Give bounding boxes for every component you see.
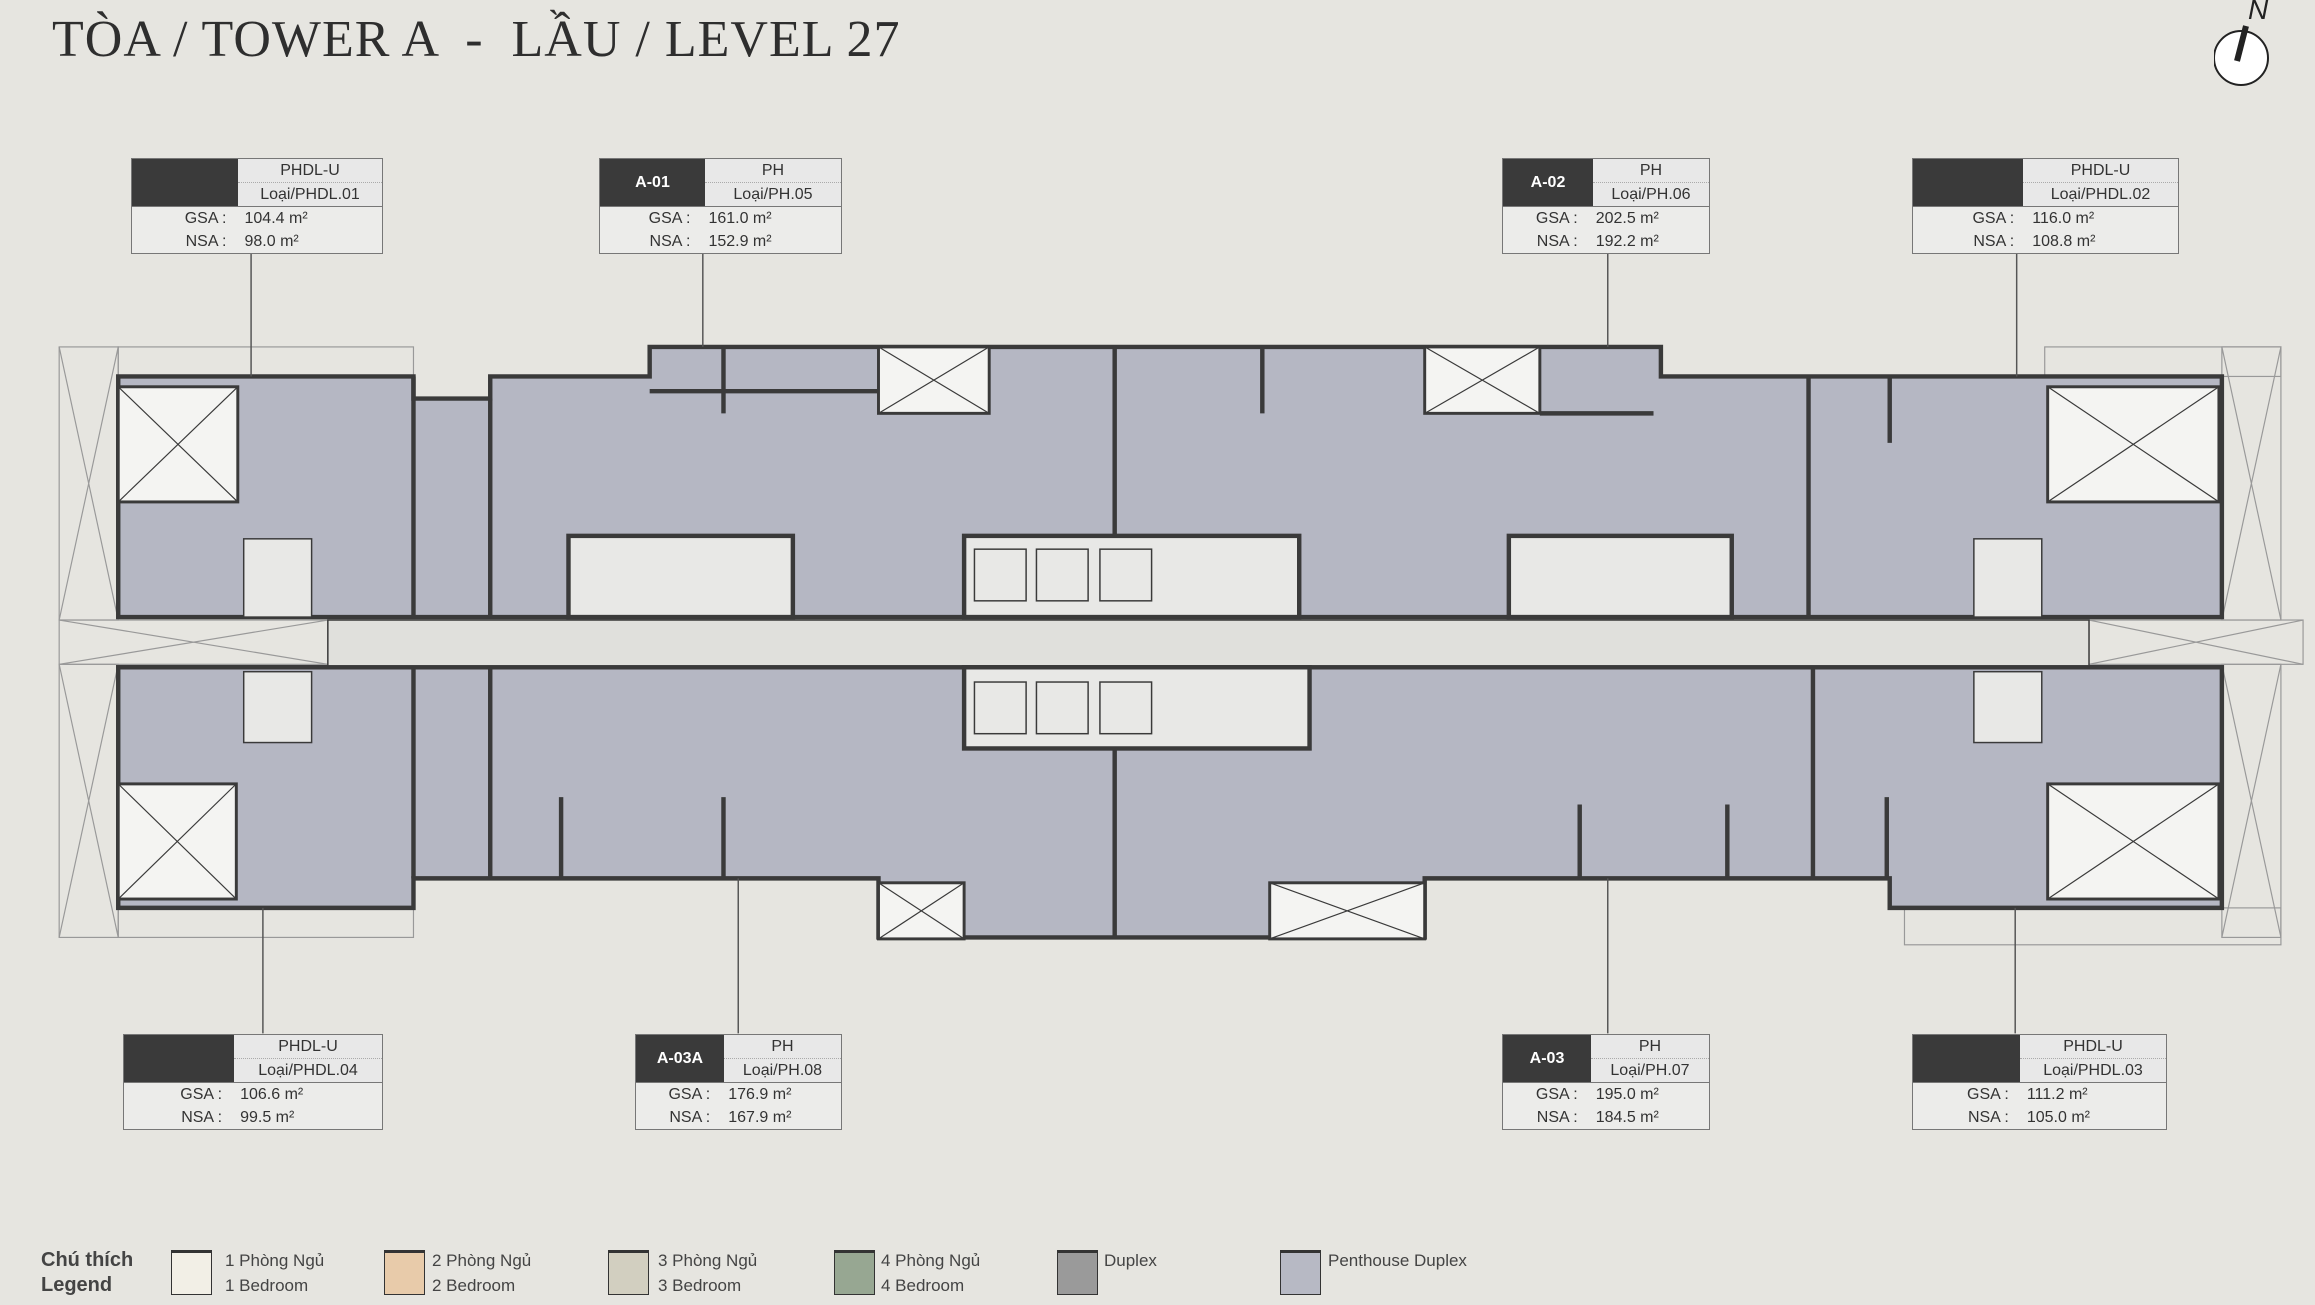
- unit-code: [124, 1035, 234, 1082]
- cores: [242, 533, 2043, 751]
- gsa-value: 176.9 m²: [728, 1085, 792, 1103]
- nsa-label: NSA :: [669, 1108, 711, 1126]
- unit-card-phdl-03[interactable]: PHDL-U Loại/PHDL.03 GSA : 111.2 m² NSA : 10…: [1912, 1034, 2167, 1130]
- legend-title-vi: Chú thích: [41, 1249, 134, 1271]
- unit-model: Loại/PHDL.04: [258, 1061, 358, 1079]
- unit-type: PH: [1591, 1035, 1709, 1059]
- legend-item-penthouse-duplex: Penthouse Duplex: [1328, 1251, 1467, 1270]
- nsa-label: NSA :: [181, 1108, 223, 1126]
- gsa-label: GSA :: [648, 209, 691, 227]
- nsa-label: NSA :: [1536, 232, 1578, 250]
- unit-type: PH: [705, 159, 841, 183]
- nsa-label: NSA :: [185, 232, 227, 250]
- legend-item-duplex: Duplex: [1104, 1251, 1157, 1270]
- legend-swatch-penthouse-duplex: [1280, 1250, 1321, 1295]
- nsa-label: NSA :: [1967, 1108, 2009, 1126]
- unit-card-a-03[interactable]: A-03 PH Loại/PH.07 GSA : 195.0 m² NSA : 184…: [1502, 1034, 1710, 1130]
- gsa-value: 195.0 m²: [1595, 1085, 1659, 1103]
- unit-card-a-03a[interactable]: A-03A PH Loại/PH.08 GSA : 176.9 m² NSA : 16…: [635, 1034, 842, 1130]
- page-title: TÒA / TOWER A - LẦU / LEVEL 27: [52, 11, 901, 68]
- legend-swatch-4br: [834, 1250, 875, 1295]
- unit-type: PHDL-U: [2020, 1035, 2166, 1059]
- gsa-value: 202.5 m²: [1595, 209, 1659, 227]
- unit-card-phdl-04[interactable]: PHDL-U Loại/PHDL.04 GSA : 106.6 m² NSA : 99…: [123, 1034, 383, 1130]
- legend-title-en: Legend: [41, 1274, 113, 1296]
- compass-icon: [2214, 25, 2269, 86]
- gsa-label: GSA :: [180, 1085, 223, 1103]
- gsa-value: 104.4 m²: [244, 209, 308, 227]
- legend-title: Chú thích Legend: [41, 1248, 133, 1298]
- legend-swatch-1br: [171, 1250, 212, 1295]
- nsa-value: 152.9 m²: [708, 232, 772, 250]
- nsa-value: 184.5 m²: [1595, 1108, 1659, 1126]
- north-compass: N: [2214, 0, 2274, 90]
- nsa-value: 108.8 m²: [2032, 232, 2096, 250]
- unit-model: Loại/PHDL.03: [2043, 1061, 2143, 1079]
- unit-type: PHDL-U: [238, 159, 382, 183]
- nsa-label: NSA :: [649, 232, 691, 250]
- unit-code: [132, 159, 238, 206]
- unit-code: [1913, 159, 2023, 206]
- gsa-value: 161.0 m²: [708, 209, 772, 227]
- unit-card-phdl-01[interactable]: PHDL-U Loại/PHDL.01 GSA : 104.4 m² NSA : 98…: [131, 158, 383, 254]
- gsa-value: 106.6 m²: [240, 1085, 304, 1103]
- unit-type: PHDL-U: [2023, 159, 2178, 183]
- unit-type: PH: [1593, 159, 1709, 183]
- unit-card-a-01[interactable]: A-01 PH Loại/PH.05 GSA : 161.0 m² NSA : 152…: [599, 158, 842, 254]
- unit-code: A-03A: [636, 1035, 724, 1082]
- corridor: [327, 619, 2090, 667]
- unit-model: Loại/PH.05: [733, 185, 813, 203]
- nsa-value: 98.0 m²: [244, 232, 299, 250]
- unit-model: Loại/PH.07: [1610, 1061, 1690, 1079]
- legend-swatch-duplex: [1057, 1250, 1098, 1295]
- gsa-value: 116.0 m²: [2032, 209, 2095, 227]
- nsa-value: 105.0 m²: [2026, 1108, 2090, 1126]
- leader-lines: [250, 252, 2018, 1034]
- unit-card-a-02[interactable]: A-02 PH Loại/PH.06 GSA : 202.5 m² NSA : 192…: [1502, 158, 1710, 254]
- gsa-label: GSA :: [1535, 209, 1578, 227]
- gsa-value: 111.2 m²: [2026, 1085, 2088, 1103]
- gsa-label: GSA :: [1967, 1085, 2009, 1103]
- gsa-label: GSA :: [1972, 209, 2015, 227]
- unit-code: [1913, 1035, 2020, 1082]
- unit-model: Loại/PHDL.02: [2050, 185, 2151, 203]
- nsa-value: 99.5 m²: [240, 1108, 295, 1126]
- nsa-value: 192.2 m²: [1595, 232, 1659, 250]
- gsa-label: GSA :: [1535, 1085, 1578, 1103]
- lift-cars: [973, 548, 1153, 735]
- unit-code: A-03: [1503, 1035, 1591, 1082]
- gsa-label: GSA :: [184, 209, 227, 227]
- unit-card-phdl-02[interactable]: PHDL-U Loại/PHDL.02 GSA : 116.0 m² NSA : 10…: [1912, 158, 2179, 254]
- unit-model: Loại/PHDL.01: [260, 185, 360, 203]
- unit-code: A-02: [1503, 159, 1593, 206]
- unit-model: Loại/PH.06: [1611, 185, 1691, 203]
- legend-swatch-2br: [384, 1250, 425, 1295]
- nsa-label: NSA :: [1973, 232, 2015, 250]
- unit-code: A-01: [600, 159, 705, 206]
- north-label: N: [2248, 0, 2269, 25]
- unit-model: Loại/PH.08: [742, 1061, 823, 1079]
- legend-swatch-3br: [608, 1250, 649, 1295]
- voids: [116, 345, 2221, 941]
- unit-type: PH: [724, 1035, 841, 1059]
- unit-type: PHDL-U: [234, 1035, 382, 1059]
- gsa-label: GSA :: [668, 1085, 711, 1103]
- walls: [411, 346, 1892, 938]
- nsa-value: 167.9 m²: [728, 1108, 792, 1126]
- nsa-label: NSA :: [1536, 1108, 1578, 1126]
